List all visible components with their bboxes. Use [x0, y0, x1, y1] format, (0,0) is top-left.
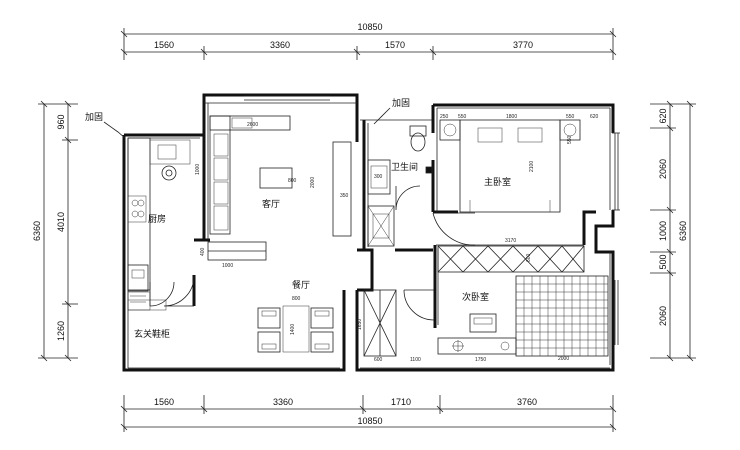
coffee-table-dim: 800: [288, 178, 297, 184]
cabinet-600-dim: 600: [374, 357, 383, 363]
wardrobe: [437, 245, 585, 273]
side-cabinet-len-dim: 1000: [222, 263, 233, 269]
walls: [122, 93, 615, 372]
reinforce-note-left: 加固: [85, 112, 103, 123]
dining-length-dim: 1400: [290, 324, 296, 335]
left-dimension-lines: [38, 100, 78, 362]
top-dimension-lines: [120, 28, 617, 60]
sofa: [209, 115, 291, 235]
entrance-cabinet-label: 玄关鞋柜: [134, 328, 170, 340]
right-dimension-lines: [650, 100, 696, 362]
cabinet-1650-dim: 1650: [357, 319, 363, 330]
hall-cabinet: [363, 289, 397, 357]
bottom-dimension-3: 1710: [391, 397, 411, 407]
desk: [437, 337, 517, 355]
bathroom-fixtures: [367, 125, 433, 247]
desk-chair: [469, 313, 497, 333]
wardrobe-length-dim: 3170: [505, 238, 516, 244]
master-bed: [439, 119, 581, 213]
nightstand-right-dim: 550: [566, 114, 575, 120]
master-bedroom-label: 主卧室: [484, 176, 511, 188]
left-dimension-3: 1260: [56, 321, 66, 341]
living-depth-dim: 2000: [310, 177, 316, 188]
dining-room-label: 餐厅: [292, 279, 310, 291]
living-room-label: 客厅: [262, 198, 280, 210]
entrance-door: [163, 275, 195, 307]
master-right-dim: 620: [590, 114, 599, 120]
dining-table-dim: 800: [292, 296, 301, 302]
side-cabinet-w-dim: 400: [200, 247, 206, 256]
right-dimension-5: 2060: [658, 306, 668, 326]
tatami-floor: [515, 275, 609, 357]
desk-1750-dim: 1750: [475, 357, 486, 363]
bed-depth-dim: 2100: [529, 161, 535, 172]
right-dimension-4: 500: [658, 254, 668, 269]
left-dimension-1: 960: [56, 114, 66, 129]
top-dimension-3: 1570: [385, 40, 405, 50]
bathroom-label: 卫生间: [391, 161, 418, 173]
reinforce-leader-left: [103, 121, 126, 139]
side-cabinet: [207, 241, 267, 261]
right-dimension-3: 1000: [658, 221, 668, 241]
bathroom-door: [395, 185, 421, 211]
kitchen-label: 厨房: [148, 213, 166, 225]
nightstand-left-dim: 550: [458, 114, 467, 120]
bottom-dimension-lines: [120, 395, 617, 432]
floor-2000-dim: 2000: [558, 356, 569, 362]
reinforce-note-right: 加固: [392, 98, 410, 109]
bottom-dimension-2: 3360: [273, 397, 293, 407]
left-total-dimension: 6360: [32, 221, 42, 241]
top-total-dimension: 10850: [357, 22, 382, 32]
right-dimension-2: 2060: [658, 159, 668, 179]
sofa-length-dim: 2600: [247, 122, 258, 128]
kitchen-door: [149, 281, 175, 307]
second-bedroom-label: 次卧室: [462, 291, 489, 303]
second-bedroom-door: [403, 289, 435, 321]
sofa-depth-dim: 1000: [195, 164, 201, 175]
top-dimension-4: 3770: [513, 40, 533, 50]
bottom-dimension-1: 1560: [154, 397, 174, 407]
bath-width-dim: 300: [374, 174, 383, 180]
master-bedroom-door: [432, 212, 476, 246]
desk-1100-dim: 1100: [410, 357, 421, 363]
entrance-shoe-cabinet: [127, 299, 167, 311]
side-550-dim: 550: [567, 135, 573, 144]
left-dimension-2: 4010: [56, 212, 66, 232]
right-dimension-1: 620: [658, 108, 668, 123]
tv-cabinet: [332, 141, 352, 237]
bottom-total-dimension: 10850: [357, 416, 382, 426]
coffee-table: [259, 167, 293, 189]
bottom-dimension-4: 3760: [517, 397, 537, 407]
wardrobe-depth-dim: 600: [526, 253, 532, 262]
master-left-dim: 250: [440, 114, 449, 120]
wall-detail-lines: [127, 95, 620, 369]
dining-chairs: [257, 305, 334, 353]
right-total-dimension: 6360: [678, 221, 688, 241]
top-dimension-2: 3360: [270, 40, 290, 50]
tv-depth-dim: 350: [340, 193, 349, 199]
bed-length-dim: 1800: [506, 114, 517, 120]
reinforce-leader-right: [373, 107, 391, 125]
top-dimension-1: 1560: [154, 40, 174, 50]
